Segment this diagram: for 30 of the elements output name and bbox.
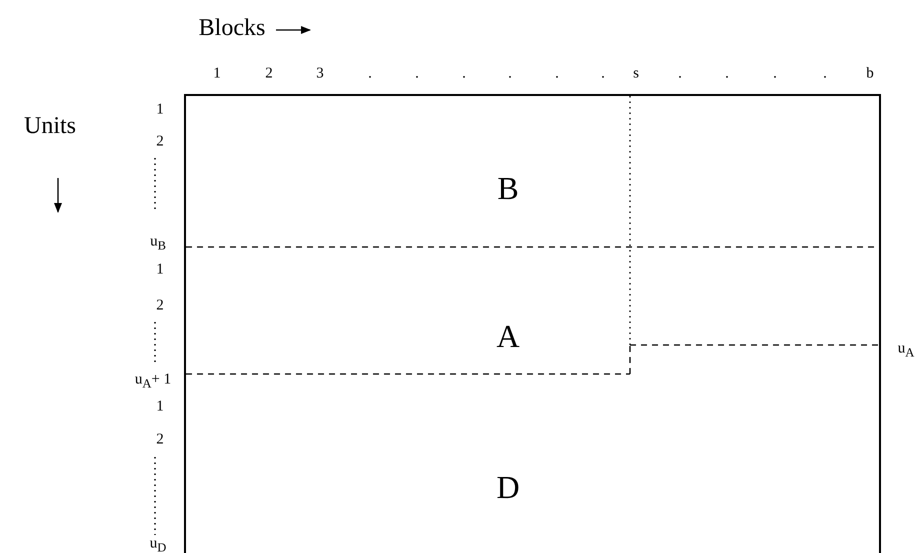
row-number: 2: [156, 298, 164, 314]
column-number: .: [368, 66, 372, 82]
column-number: b: [866, 66, 874, 82]
row-number: u$_{B}$: [150, 234, 166, 252]
column-number: 2: [265, 66, 273, 82]
region-label: B: [497, 172, 519, 204]
column-number: .: [462, 66, 466, 82]
axis-title: Blocks: [198, 16, 266, 40]
column-number: .: [508, 66, 512, 82]
row-number: u$_{A}$: [898, 341, 914, 359]
row-number: 2: [156, 432, 164, 448]
row-number: u$_{D}$: [150, 536, 166, 553]
row-number: 1: [156, 262, 164, 278]
region-label: D: [496, 471, 520, 503]
column-number: .: [725, 66, 729, 82]
column-number: .: [823, 66, 827, 82]
row-number: 2: [156, 134, 164, 150]
column-number: .: [555, 66, 559, 82]
column-number: 3: [316, 66, 324, 82]
column-number: s: [633, 66, 639, 82]
axis-title: Units: [24, 114, 76, 138]
column-number: .: [678, 66, 682, 82]
row-number: 1: [156, 400, 164, 414]
column-number: 1: [213, 66, 221, 82]
column-number: .: [773, 66, 777, 82]
row-number: u$_{A}$+ 1: [134, 372, 172, 390]
column-number: .: [415, 66, 419, 82]
row-number: 1: [156, 102, 164, 118]
region-label: A: [496, 320, 520, 352]
column-number: .: [601, 66, 605, 82]
